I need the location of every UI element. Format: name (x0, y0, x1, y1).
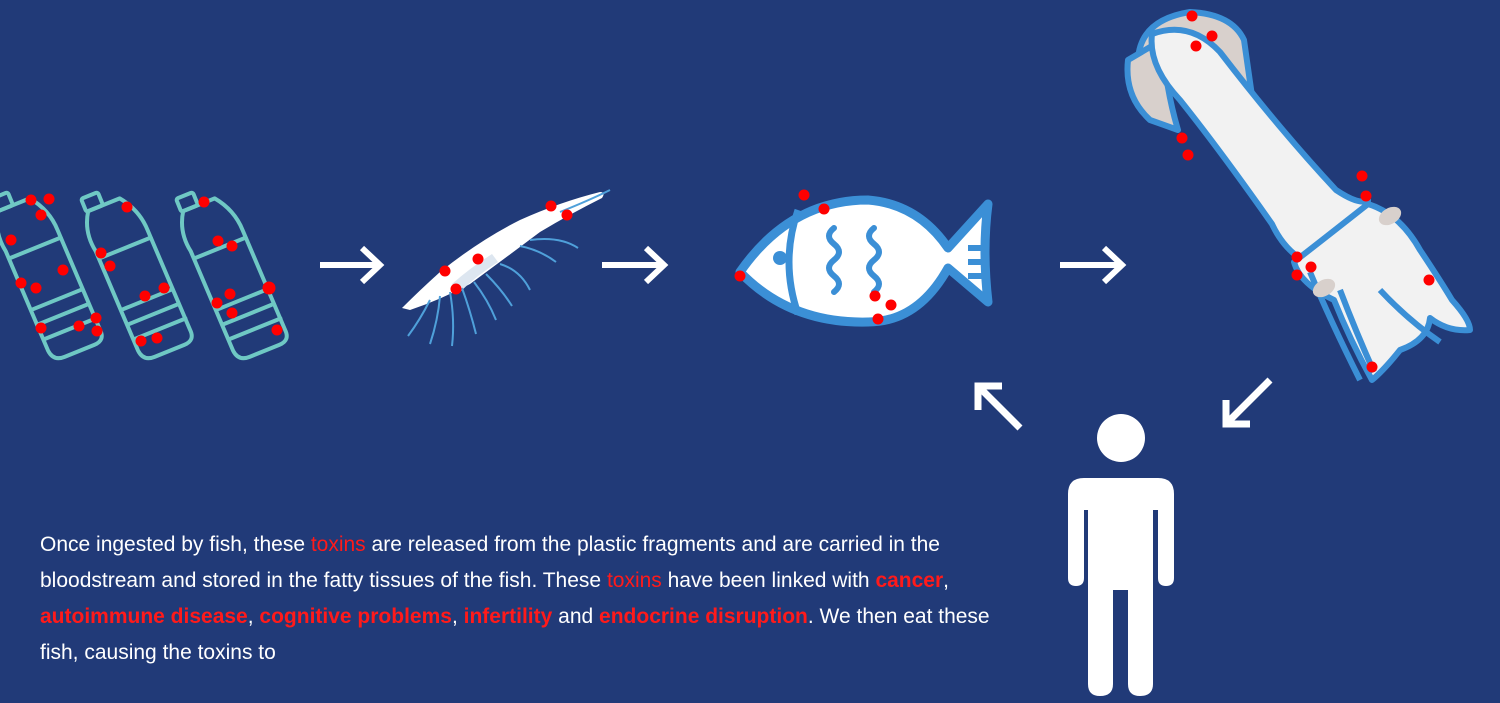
particle-dot (36, 210, 47, 221)
particle-dot (105, 261, 116, 272)
particle-dot (799, 190, 810, 201)
particle-dot (870, 291, 881, 302)
particle-dot (1207, 31, 1218, 42)
arrow-right-icon (320, 248, 380, 282)
highlight-cognitive-problems: cognitive problems (259, 605, 452, 628)
highlight-toxins: toxins (607, 569, 662, 592)
particle-dot (562, 210, 573, 221)
particle-dot (159, 283, 170, 294)
particle-dot (225, 289, 236, 300)
explanation-paragraph: Once ingested by fish, these toxins are … (40, 527, 1030, 671)
bottle-icon (170, 179, 290, 362)
particle-dot (451, 284, 462, 295)
arrow-up-left-icon (978, 386, 1020, 428)
shrimp-icon (402, 190, 610, 346)
particle-dot (227, 241, 238, 252)
particle-dot (152, 333, 163, 344)
particle-dot (1361, 191, 1372, 202)
plastic-bottles-icon (0, 179, 290, 362)
particle-dot (1191, 41, 1202, 52)
particle-dot (36, 323, 47, 334)
particle-dot (272, 325, 283, 336)
particle-dot (96, 248, 107, 259)
particle-dot (1187, 11, 1198, 22)
particle-dot (212, 298, 223, 309)
particle-dot (199, 197, 210, 208)
particle-dot (44, 194, 55, 205)
squid-icon (1127, 12, 1470, 380)
particle-dot (213, 236, 224, 247)
particle-dot (31, 283, 42, 294)
highlight-autoimmune-disease: autoimmune disease (40, 605, 248, 628)
highlight-toxins: toxins (311, 533, 366, 556)
particle-dot (1357, 171, 1368, 182)
particle-dot (440, 266, 451, 277)
particle-dot (873, 314, 884, 325)
particle-dot (1292, 270, 1303, 281)
particle-dot (473, 254, 484, 265)
paragraph-text: and (552, 605, 599, 628)
paragraph-text: Once ingested by fish, these (40, 533, 311, 556)
bottle-icon (75, 179, 195, 362)
highlight-cancer: cancer (875, 569, 943, 592)
particle-dot (1292, 252, 1303, 263)
particle-dot (1367, 362, 1378, 373)
highlight-endocrine-disruption: endocrine disruption (599, 605, 808, 628)
fish-icon (740, 200, 988, 322)
particle-dot (735, 271, 746, 282)
arrow-right-icon (1060, 248, 1122, 282)
paragraph-text: , (943, 569, 949, 592)
particle-dot (263, 282, 276, 295)
highlight-infertility: infertility (464, 605, 553, 628)
particle-dot (16, 278, 27, 289)
particle-dot (1183, 150, 1194, 161)
particle-dot (58, 265, 69, 276)
particle-dot (1177, 133, 1188, 144)
particle-dot (819, 204, 830, 215)
particle-dot (92, 326, 103, 337)
particle-dot (546, 201, 557, 212)
particle-dot (1306, 262, 1317, 273)
particle-dot (26, 195, 37, 206)
particle-dot (136, 336, 147, 347)
particle-dot (74, 321, 85, 332)
paragraph-text: , (452, 605, 464, 628)
particle-dot (886, 300, 897, 311)
particle-dot (227, 308, 238, 319)
arrow-down-left-icon (1226, 380, 1270, 424)
arrow-right-icon (602, 248, 664, 282)
particle-dot (140, 291, 151, 302)
particle-dot (91, 313, 102, 324)
paragraph-text: have been linked with (662, 569, 876, 592)
bottle-icon (0, 179, 105, 362)
particle-dot (6, 235, 17, 246)
particle-dot (122, 202, 133, 213)
human-figure-icon (1068, 414, 1174, 696)
paragraph-text: , (248, 605, 260, 628)
particle-dot (1424, 275, 1435, 286)
